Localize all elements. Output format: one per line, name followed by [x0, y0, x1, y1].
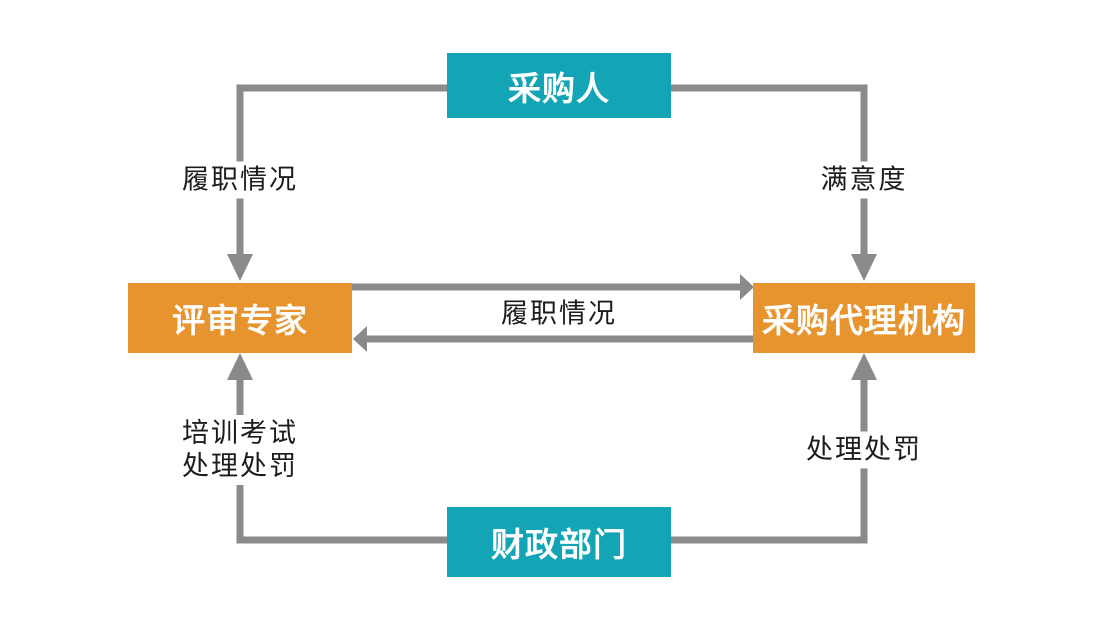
arrowhead-down-icon — [227, 254, 253, 281]
node-review-experts: 评审专家 — [128, 283, 352, 353]
arrowhead-right-icon — [740, 274, 754, 300]
arrowhead-up-icon — [851, 353, 877, 380]
node-purchaser-label: 采购人 — [508, 69, 610, 107]
node-finance-department-label: 财政部门 — [491, 526, 627, 563]
arrowhead-down-icon — [851, 254, 877, 281]
node-procurement-agency: 采购代理机构 — [753, 283, 975, 353]
node-review-experts-label: 评审专家 — [172, 302, 308, 339]
edge-label-duty-performance-left: 履职情况 — [172, 161, 308, 199]
edge-label-satisfaction: 满意度 — [810, 161, 918, 199]
arrowhead-left-icon — [353, 326, 367, 352]
connector-purchaser-to-agency — [671, 84, 868, 258]
edge-label-training-exam-punishment: 培训考试 处理处罚 — [172, 415, 308, 485]
node-finance-department: 财政部门 — [447, 507, 671, 577]
node-purchaser: 采购人 — [447, 53, 671, 118]
arrowhead-up-icon — [227, 353, 253, 380]
node-procurement-agency-label: 采购代理机构 — [762, 302, 966, 339]
edge-label-handle-punishment: 处理处罚 — [796, 431, 932, 469]
edge-label-duty-performance-middle: 履职情况 — [491, 297, 627, 331]
connector-purchaser-to-experts — [236, 84, 447, 258]
